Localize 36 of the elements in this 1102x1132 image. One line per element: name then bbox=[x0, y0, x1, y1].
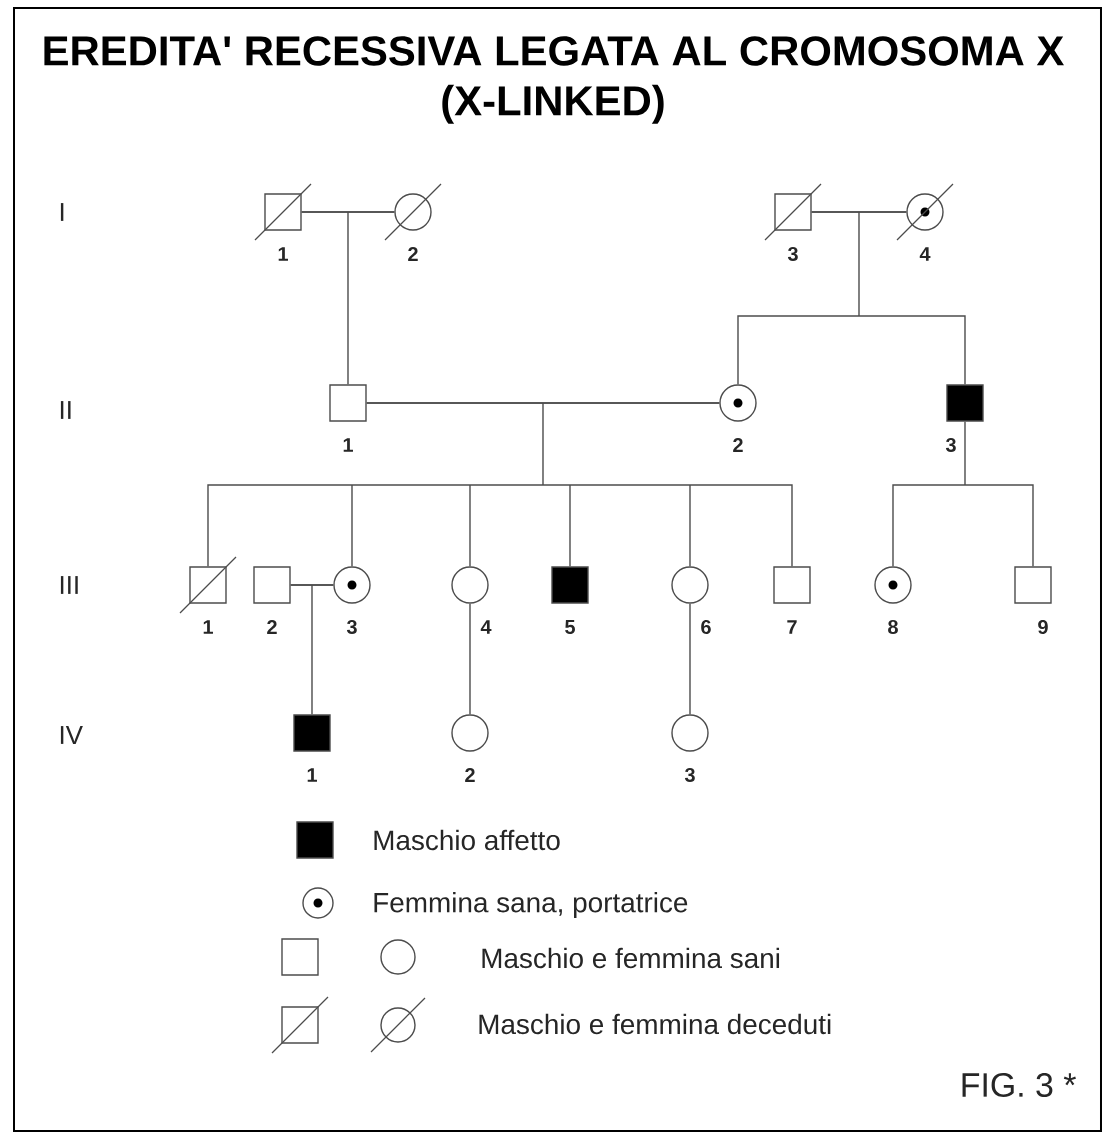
individual-number: 1 bbox=[203, 620, 213, 634]
title: EREDITA' RECESSIVA LEGATA AL CROMOSOMA X (X-LINKED) bbox=[44, 36, 1064, 124]
individual-number: 2 bbox=[408, 247, 418, 261]
individual-number: 3 bbox=[787, 246, 798, 262]
descent-line bbox=[469, 603, 471, 715]
individual-number: 3 bbox=[684, 767, 695, 783]
legend-text: Femmina sana, portatrice bbox=[374, 892, 688, 918]
generation-label: III bbox=[60, 576, 78, 594]
individual-number: 1 bbox=[278, 247, 288, 261]
individual-number: 2 bbox=[733, 438, 743, 452]
individual-number: 8 bbox=[888, 619, 898, 635]
individual-number: 3 bbox=[945, 437, 956, 453]
individual-number: 5 bbox=[565, 620, 575, 634]
figure-caption: FIG. 3 * bbox=[962, 1073, 1076, 1097]
individual-number: 2 bbox=[267, 620, 277, 634]
descent-line bbox=[689, 603, 691, 715]
individual-number: 6 bbox=[701, 619, 711, 635]
individual-number: 9 bbox=[1038, 619, 1048, 635]
individual-number: 4 bbox=[480, 620, 492, 634]
descent-line bbox=[892, 421, 1034, 567]
generation-label: II bbox=[60, 401, 71, 419]
individual-number: 1 bbox=[307, 768, 317, 782]
individual-number: 4 bbox=[919, 247, 931, 261]
individual-number: 2 bbox=[465, 768, 475, 782]
generation-label: I bbox=[60, 203, 64, 221]
descent-line bbox=[290, 584, 334, 715]
individual-number: 1 bbox=[343, 438, 353, 452]
legend-text: Maschio affetto bbox=[374, 829, 560, 851]
individual-number: 3 bbox=[346, 619, 357, 635]
individual-number: 7 bbox=[787, 620, 797, 634]
legend-text: Maschio e femmina deceduti bbox=[479, 1013, 831, 1035]
descent-line bbox=[207, 402, 793, 567]
legend-text: Maschio e femmina sani bbox=[482, 947, 780, 969]
descent-line bbox=[301, 211, 395, 385]
descent-line bbox=[737, 211, 966, 385]
generation-label: IV bbox=[60, 726, 83, 744]
